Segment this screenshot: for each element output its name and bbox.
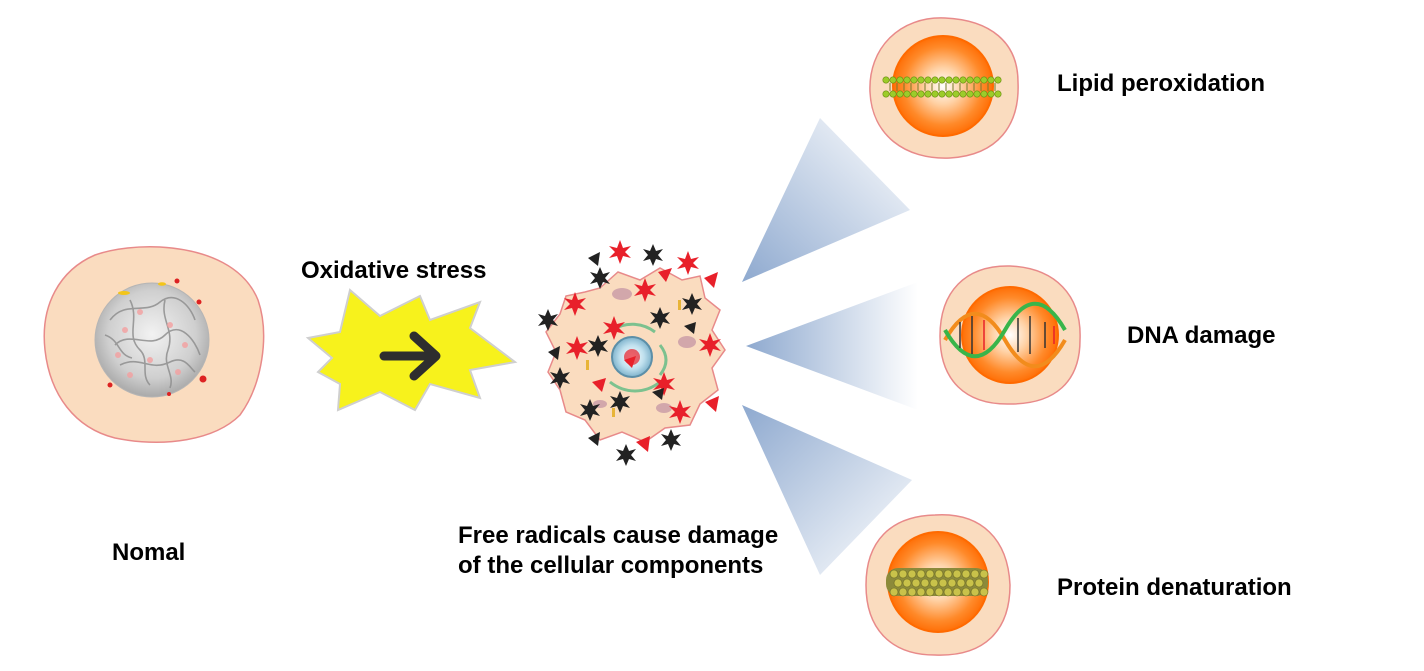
protein-fiber (886, 568, 989, 597)
lipid-membrane (882, 76, 1002, 98)
protein-cell (865, 514, 1011, 656)
normal-label: Nomal (112, 539, 186, 566)
damage-beams (742, 118, 918, 575)
right-arrow-icon (379, 331, 441, 381)
lipid-cell (869, 17, 1019, 159)
dna-helix (943, 301, 1067, 369)
free-radicals-label-line1: Free radicals cause damage (458, 522, 779, 549)
starburst-icon (305, 288, 518, 412)
free-radicals (538, 240, 721, 466)
free-radicals-label: Free radicals cause damage of the cellul… (458, 521, 818, 581)
normal-nucleus (94, 282, 210, 398)
lipid-peroxidation-label: Lipid peroxidation (1057, 70, 1265, 97)
normal-cell (43, 246, 265, 443)
dna-damage-label: DNA damage (1127, 322, 1276, 349)
protein-denaturation-label: Protein denaturation (1057, 574, 1292, 601)
free-radicals-label-line2: of the cellular components (458, 552, 764, 579)
damaged-cell (545, 267, 726, 443)
oxidative-stress-label: Oxidative stress (301, 257, 487, 284)
dna-cell (939, 265, 1081, 405)
